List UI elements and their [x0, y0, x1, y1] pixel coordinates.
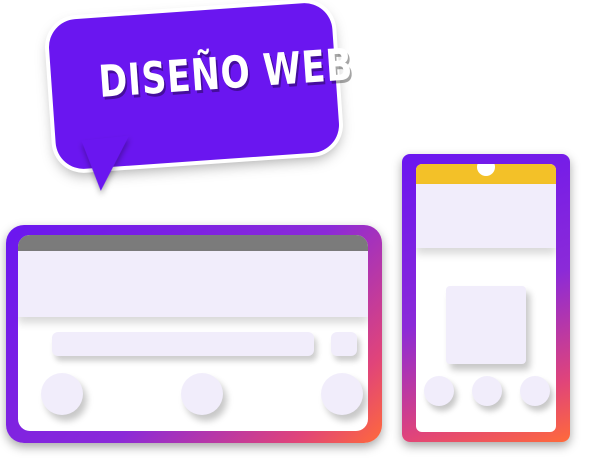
desktop-circle-placeholder: [321, 373, 363, 415]
phone-circle-placeholder: [424, 376, 454, 406]
phone-circle-placeholder: [472, 376, 502, 406]
desktop-title-bar: [18, 235, 368, 251]
phone-notch: [477, 164, 495, 176]
desktop-mockup: [6, 225, 382, 443]
desktop-circle-placeholder: [181, 373, 223, 415]
phone-mockup: [402, 154, 570, 442]
desktop-screen: [18, 235, 368, 431]
speech-bubble-tail: [81, 135, 135, 193]
desktop-search-field-placeholder: [52, 332, 314, 356]
desktop-circle-placeholder: [41, 373, 83, 415]
phone-card-placeholder: [446, 286, 526, 364]
phone-screen: [416, 164, 556, 432]
desktop-button-placeholder: [331, 332, 357, 356]
desktop-hero-placeholder: [18, 251, 368, 317]
phone-hero-placeholder: [416, 184, 556, 248]
phone-circle-placeholder: [520, 376, 550, 406]
